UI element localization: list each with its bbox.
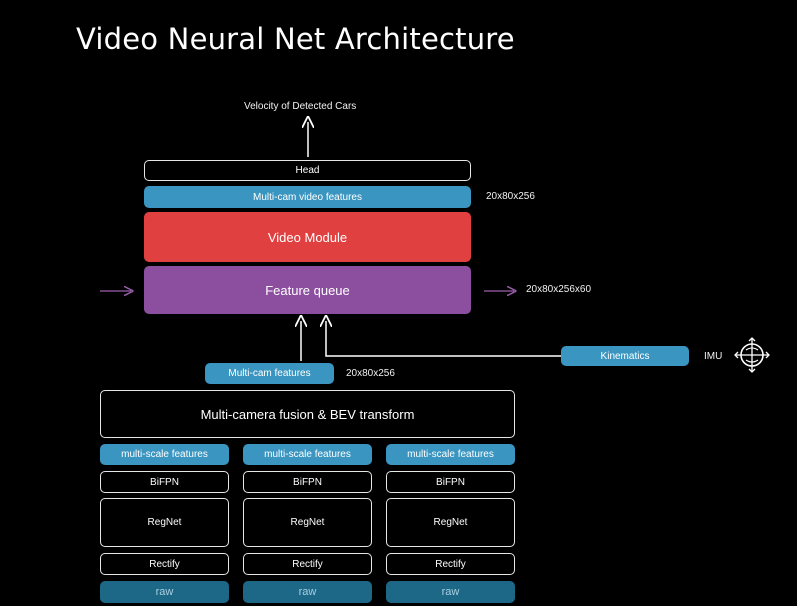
output-label: Velocity of Detected Cars (244, 101, 357, 112)
kinematics-to-queue-arrow (326, 321, 561, 357)
queue-dimension: 20x80x256x60 (526, 284, 592, 295)
column-1-bifpn: BiFPN (100, 471, 229, 493)
column-3-raw: raw (386, 581, 515, 603)
kinematics-block: Kinematics (561, 346, 689, 366)
column-3-bifpn: BiFPN (386, 471, 515, 493)
column-1-regnet: RegNet (100, 498, 229, 547)
page-title: Video Neural Net Architecture (76, 22, 515, 56)
multicam-features-block: Multi-cam features (205, 363, 334, 384)
column-1-rectify: Rectify (100, 553, 229, 575)
column-2-bifpn: BiFPN (243, 471, 372, 493)
fusion-bev-block: Multi-camera fusion & BEV transform (100, 390, 515, 438)
column-3-regnet: RegNet (386, 498, 515, 547)
multicam-features-dimension: 20x80x256 (346, 368, 395, 379)
column-3-multiscale-features: multi-scale features (386, 444, 515, 465)
imu-label: IMU (704, 351, 723, 362)
imu-crosshair-icon (734, 337, 770, 373)
column-2-regnet: RegNet (243, 498, 372, 547)
video-module-block: Video Module (144, 212, 471, 262)
video-features-dimension: 20x80x256 (486, 191, 535, 202)
column-1-raw: raw (100, 581, 229, 603)
feature-queue-block: Feature queue (144, 266, 471, 314)
column-2-raw: raw (243, 581, 372, 603)
head-block: Head (144, 160, 471, 181)
column-1-multiscale-features: multi-scale features (100, 444, 229, 465)
column-2-multiscale-features: multi-scale features (243, 444, 372, 465)
multicam-video-features-block: Multi-cam video features (144, 186, 471, 208)
column-2-rectify: Rectify (243, 553, 372, 575)
column-3-rectify: Rectify (386, 553, 515, 575)
